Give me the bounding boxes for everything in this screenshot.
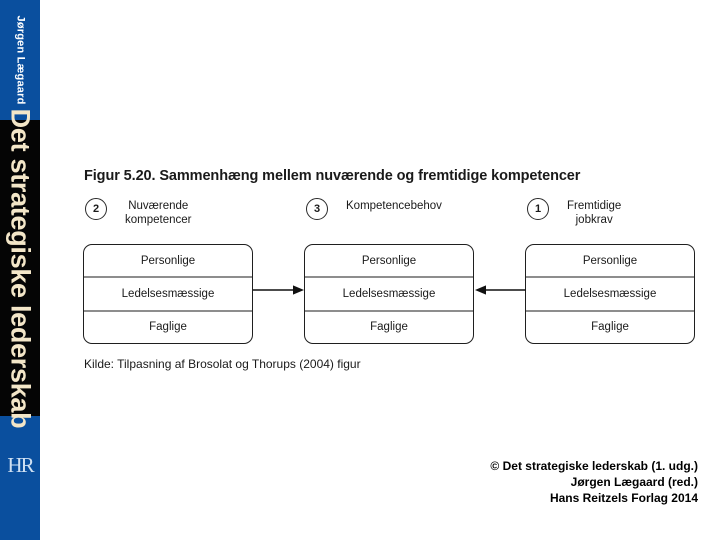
box-row-ledelsesmaessige: Ledelsesmæssige (84, 276, 252, 309)
spine-black-band (0, 120, 40, 416)
competence-box-current: Personlige Ledelsesmæssige Faglige (83, 244, 253, 344)
column-header-line2: jobkrav (575, 214, 613, 226)
column-header-label-fremtidige: Fremtidige jobkrav (567, 198, 621, 227)
spine-book-title-label: Det strategiske lederskab (5, 108, 36, 428)
column-header-label-kompetencebehov: Kompetencebehov (346, 198, 442, 213)
box-row-faglige: Faglige (84, 309, 252, 343)
box-row-personlige: Personlige (140, 254, 196, 267)
column-header-line1: Kompetencebehov (346, 200, 442, 212)
copyright-block: © Det strategiske lederskab (1. udg.) Jø… (490, 458, 698, 506)
book-spine: Jørgen Lægaard Det strategiske lederskab… (0, 0, 40, 540)
figure-source-note: Kilde: Tilpasning af Brosolat og Thorups… (84, 357, 361, 371)
copyright-line-1: © Det strategiske lederskab (1. udg.) (490, 459, 698, 473)
column-header-line2: kompetencer (125, 214, 192, 226)
step-number-badge-1: 1 (527, 198, 549, 220)
arrow-left-to-center-icon (253, 285, 304, 295)
column-header-fremtidige: 1 Fremtidige jobkrav (527, 198, 621, 227)
box-row-ledelsesmaessige: Ledelsesmæssige (526, 276, 694, 309)
figure-title: Figur 5.20. Sammenhæng mellem nuværende … (84, 168, 581, 184)
box-row-ledelsesmaessige: Ledelsesmæssige (305, 276, 473, 309)
box-row-personlige: Personlige (582, 254, 638, 267)
spine-book-title: Det strategiske lederskab (0, 108, 40, 428)
box-row-faglige: Faglige (305, 309, 473, 343)
box-row-faglige: Faglige (526, 309, 694, 343)
column-header-line1: Fremtidige (567, 200, 622, 212)
column-header-line1: Nuværende (128, 200, 189, 212)
competence-box-future: Personlige Ledelsesmæssige Faglige (525, 244, 695, 344)
arrow-right-to-center-icon (475, 285, 526, 295)
box-row-personlige: Personlige (361, 254, 417, 267)
publisher-logo-icon: HR (7, 452, 34, 477)
column-header-kompetencebehov: 3 Kompetencebehov (306, 198, 442, 220)
step-number-badge-3: 3 (306, 198, 328, 220)
column-header-nuvaerende: 2 Nuværende kompetencer (85, 198, 191, 227)
step-number-badge-2: 2 (85, 198, 107, 220)
column-header-label-nuvaerende: Nuværende kompetencer (125, 198, 191, 227)
copyright-line-2: Jørgen Lægaard (red.) (570, 475, 698, 489)
competence-box-need: Personlige Ledelsesmæssige Faglige (304, 244, 474, 344)
spine-author: Jørgen Lægaard (0, 0, 40, 120)
copyright-line-3: Hans Reitzels Forlag 2014 (549, 491, 698, 505)
spine-author-label: Jørgen Lægaard (14, 15, 26, 105)
